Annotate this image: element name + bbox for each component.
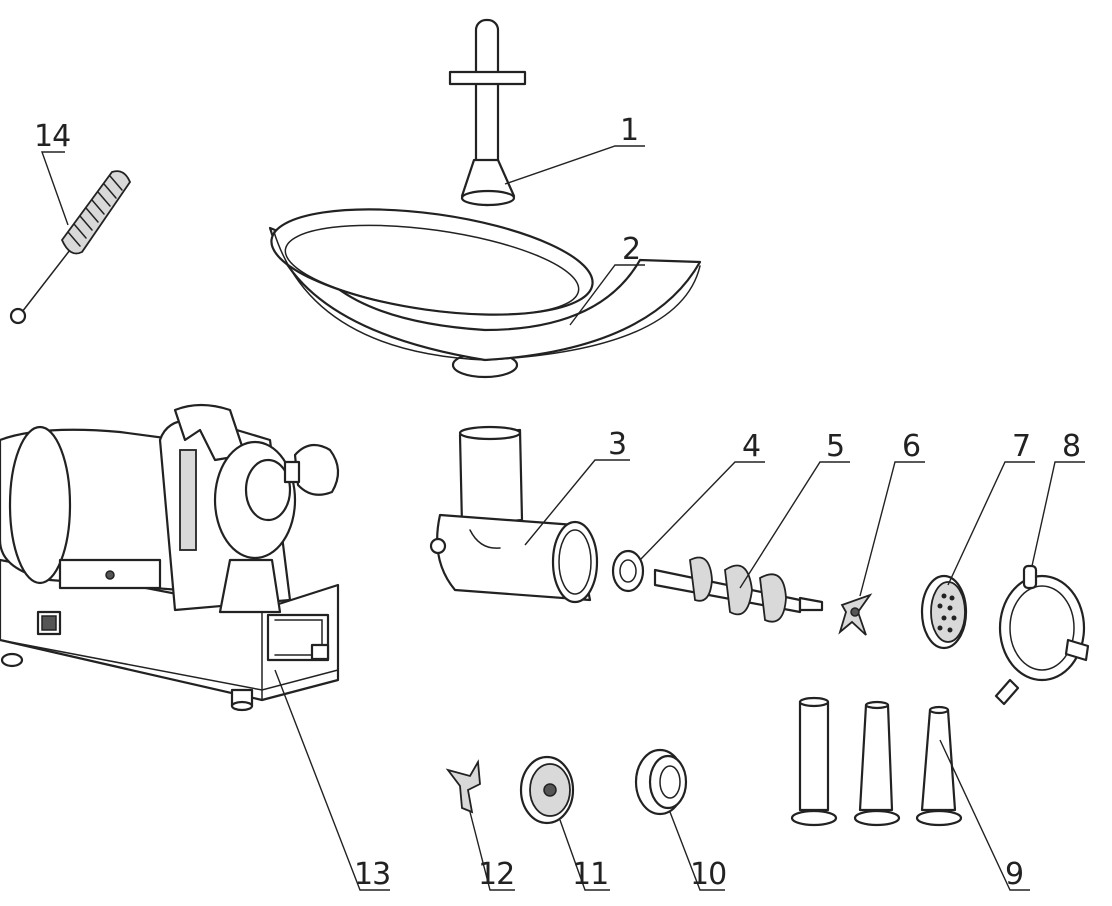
label-part-10: 10 <box>690 857 726 892</box>
part-numbers: 1 2 3 4 5 6 7 8 9 10 11 12 13 14 <box>34 113 1081 892</box>
leader-lines <box>41 145 1085 891</box>
label-part-5: 5 <box>826 429 844 464</box>
bushing <box>611 549 645 593</box>
grinder-head <box>429 425 599 604</box>
motor-body <box>0 403 340 712</box>
label-part-11: 11 <box>572 857 608 892</box>
fine-plate <box>519 755 575 825</box>
label-part-7: 7 <box>1012 429 1030 464</box>
small-blade <box>445 759 481 814</box>
food-pusher <box>448 18 527 207</box>
cross-blade <box>838 593 873 636</box>
spacer-ring <box>634 748 688 816</box>
feed-tray <box>268 208 702 379</box>
label-part-12: 12 <box>478 857 514 892</box>
auger-screw <box>653 556 824 623</box>
sausage-tubes <box>790 696 963 827</box>
label-part-3: 3 <box>608 427 626 462</box>
label-part-1: 1 <box>620 113 638 148</box>
label-part-13: 13 <box>354 857 390 892</box>
label-part-2: 2 <box>622 232 640 267</box>
cutting-plate <box>920 574 968 650</box>
label-part-8: 8 <box>1062 429 1080 464</box>
label-part-14: 14 <box>34 119 70 154</box>
label-part-9: 9 <box>1005 857 1023 892</box>
label-part-4: 4 <box>742 429 760 464</box>
cleaning-brush <box>9 170 132 325</box>
ring-nut <box>994 564 1090 706</box>
label-part-6: 6 <box>902 429 920 464</box>
